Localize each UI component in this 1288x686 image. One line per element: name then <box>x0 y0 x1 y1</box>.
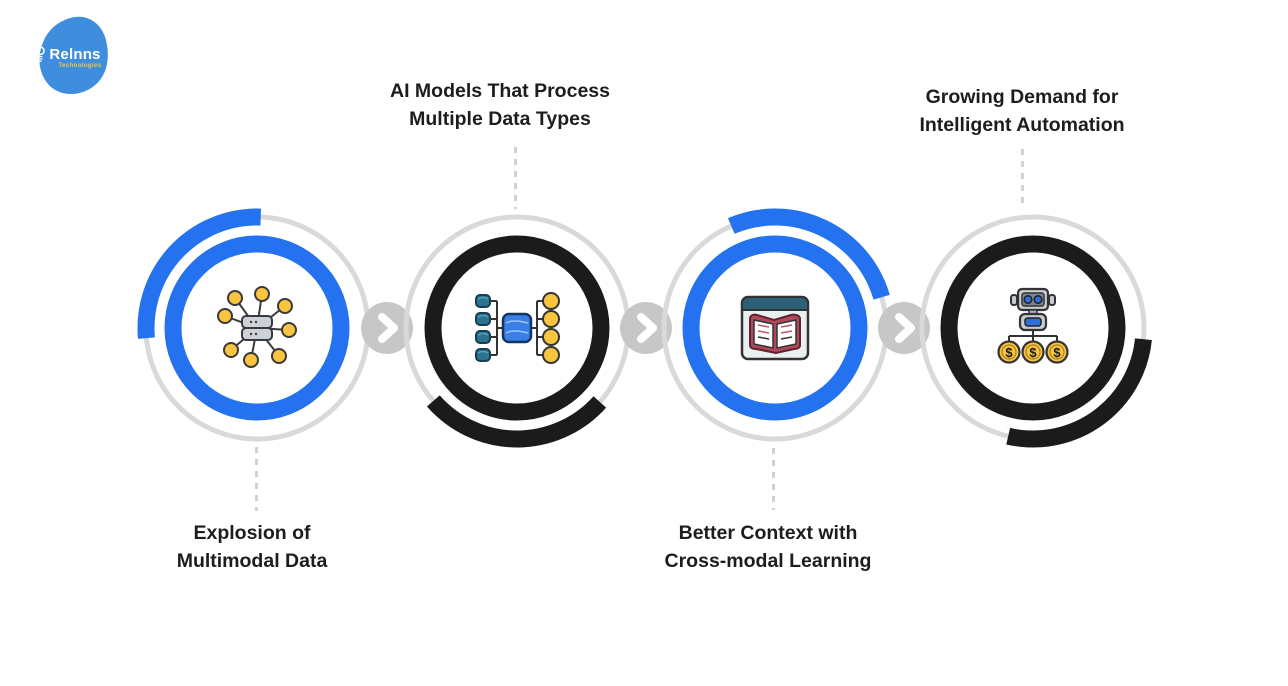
dollar-symbol: $ <box>1053 345 1061 360</box>
logo-brand-right: nns <box>73 46 101 63</box>
step-1-dashed-connector <box>255 447 258 511</box>
step-1-label: Explosion of Multimodal Data <box>102 519 402 575</box>
lightbulb-icon <box>36 46 45 62</box>
robot-coins-icon: $ $ $ <box>997 287 1069 364</box>
logo-brand-text: Rel nns <box>36 46 114 63</box>
step-2-circle <box>397 208 637 448</box>
step-1-circle <box>137 208 377 448</box>
step-2-dashed-connector <box>514 147 517 209</box>
step-4-label-line1: Growing Demand for <box>925 86 1119 108</box>
step-3-outer-arc <box>655 208 895 448</box>
step-3-dashed-connector <box>772 448 775 510</box>
dollar-symbol: $ <box>1005 345 1013 360</box>
step-3-label-line1: Better Context with <box>678 522 858 544</box>
step-3-label-line2: Cross-modal Learning <box>664 550 872 572</box>
step-2-outer-arc <box>397 208 637 448</box>
step-4-label-line2: Intelligent Automation <box>919 114 1125 136</box>
step-1-label-line1: Explosion of <box>193 522 311 544</box>
network-hub-icon <box>217 286 297 368</box>
chevron-right-icon <box>895 313 915 343</box>
step-3-label: Better Context with Cross-modal Learning <box>608 519 928 575</box>
step-2-label-line1: AI Models That Process <box>390 80 610 102</box>
multimodal-pipeline-icon <box>475 292 560 364</box>
step-4-circle: $ $ $ <box>913 208 1153 448</box>
book-window-icon <box>740 295 810 361</box>
logo-brand-left: Rel <box>49 46 74 63</box>
relinns-logo: Rel nns Technologies <box>36 14 114 98</box>
chevron-right-icon <box>637 313 657 343</box>
logo-subtitle: Technologies <box>58 63 102 69</box>
step-2-label-line2: Multiple Data Types <box>409 108 591 130</box>
step-4-dashed-connector <box>1021 149 1024 209</box>
logo-blob-shape <box>39 16 108 95</box>
step-1-inner-ring <box>164 235 350 421</box>
dollar-symbol: $ <box>1029 345 1037 360</box>
step-1-label-line2: Multimodal Data <box>176 550 328 572</box>
step-3-circle <box>655 208 895 448</box>
step-1-outer-arc <box>137 208 377 448</box>
chevron-right-icon <box>378 313 398 343</box>
step-2-label: AI Models That Process Multiple Data Typ… <box>340 77 660 133</box>
step-3-inner-ring <box>682 235 868 421</box>
step-4-outer-arc <box>913 208 1153 448</box>
step-4-label: Growing Demand for Intelligent Automatio… <box>862 83 1182 139</box>
step-4-inner-ring <box>940 235 1126 421</box>
step-2-inner-ring <box>424 235 610 421</box>
